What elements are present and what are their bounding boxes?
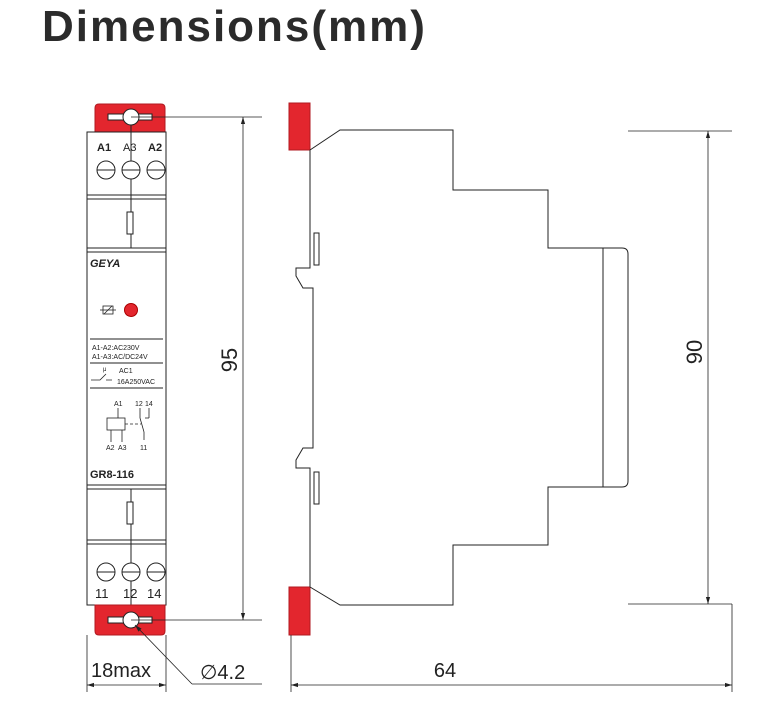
spec-line-2: A1-A3:AC/DC24V	[92, 354, 148, 361]
diagram-label: A1	[114, 401, 123, 408]
contact-category: AC1	[119, 368, 133, 375]
model-label: GR8-116	[90, 469, 134, 481]
top-screws	[96, 160, 166, 180]
dim-90: 90	[682, 340, 707, 364]
front-view	[86, 103, 167, 636]
side-profile	[309, 129, 629, 606]
status-led	[124, 303, 138, 317]
terminal-label: A2	[148, 142, 162, 154]
side-bottom-clip	[288, 586, 311, 636]
dim-18max: 18max	[91, 660, 151, 682]
dim-64: 64	[434, 660, 456, 682]
diagram-label: A2	[106, 445, 115, 452]
coil-symbol	[100, 305, 116, 315]
diagram-label: 14	[145, 401, 153, 408]
brand-logo: GEYA	[90, 258, 120, 270]
page-title: Dimensions(mm)	[42, 2, 427, 51]
side-view	[288, 102, 629, 636]
side-top-clip	[288, 102, 311, 151]
diagram-label: 12	[135, 401, 143, 408]
diagram-label: A3	[118, 445, 127, 452]
terminal-label: A3	[123, 142, 136, 154]
contact-rating: 16A250VAC	[117, 379, 155, 386]
bottom-screws	[96, 562, 166, 582]
front-body	[86, 131, 167, 606]
terminal-label: 12	[123, 586, 137, 601]
wiring-diagram	[106, 408, 150, 442]
mu-label: μ	[103, 367, 107, 373]
dimension-lines	[86, 116, 733, 692]
contact-symbol	[91, 373, 112, 381]
dim-hole: ∅4.2	[200, 662, 245, 684]
terminal-label: A1	[97, 142, 111, 154]
terminal-label: 11	[95, 586, 109, 601]
dim-95: 95	[217, 348, 242, 372]
diagram-label: 11	[140, 445, 147, 452]
terminal-label: 14	[147, 586, 161, 601]
spec-line-1: A1-A2:AC230V	[92, 345, 140, 352]
